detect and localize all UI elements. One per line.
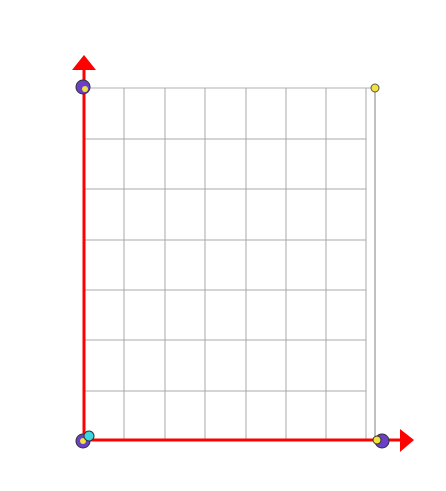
- horizontal-grid-lines: [84, 138, 366, 392]
- vertical-grid-lines: [123, 88, 367, 440]
- origin-handle-center[interactable]: [80, 438, 86, 444]
- x-end-handle-center[interactable]: [372, 435, 382, 445]
- corner-handle[interactable]: [370, 83, 380, 93]
- y-end-handle-center[interactable]: [82, 86, 88, 92]
- origin-accent-handle[interactable]: [83, 430, 95, 442]
- grid-frame: [83, 87, 376, 441]
- x-end-handle[interactable]: [372, 433, 390, 449]
- y-end-handle[interactable]: [75, 79, 91, 95]
- origin-handle[interactable]: [75, 430, 95, 449]
- y-axis-arrow-icon[interactable]: [72, 55, 96, 70]
- x-axis-arrow-icon[interactable]: [400, 429, 414, 452]
